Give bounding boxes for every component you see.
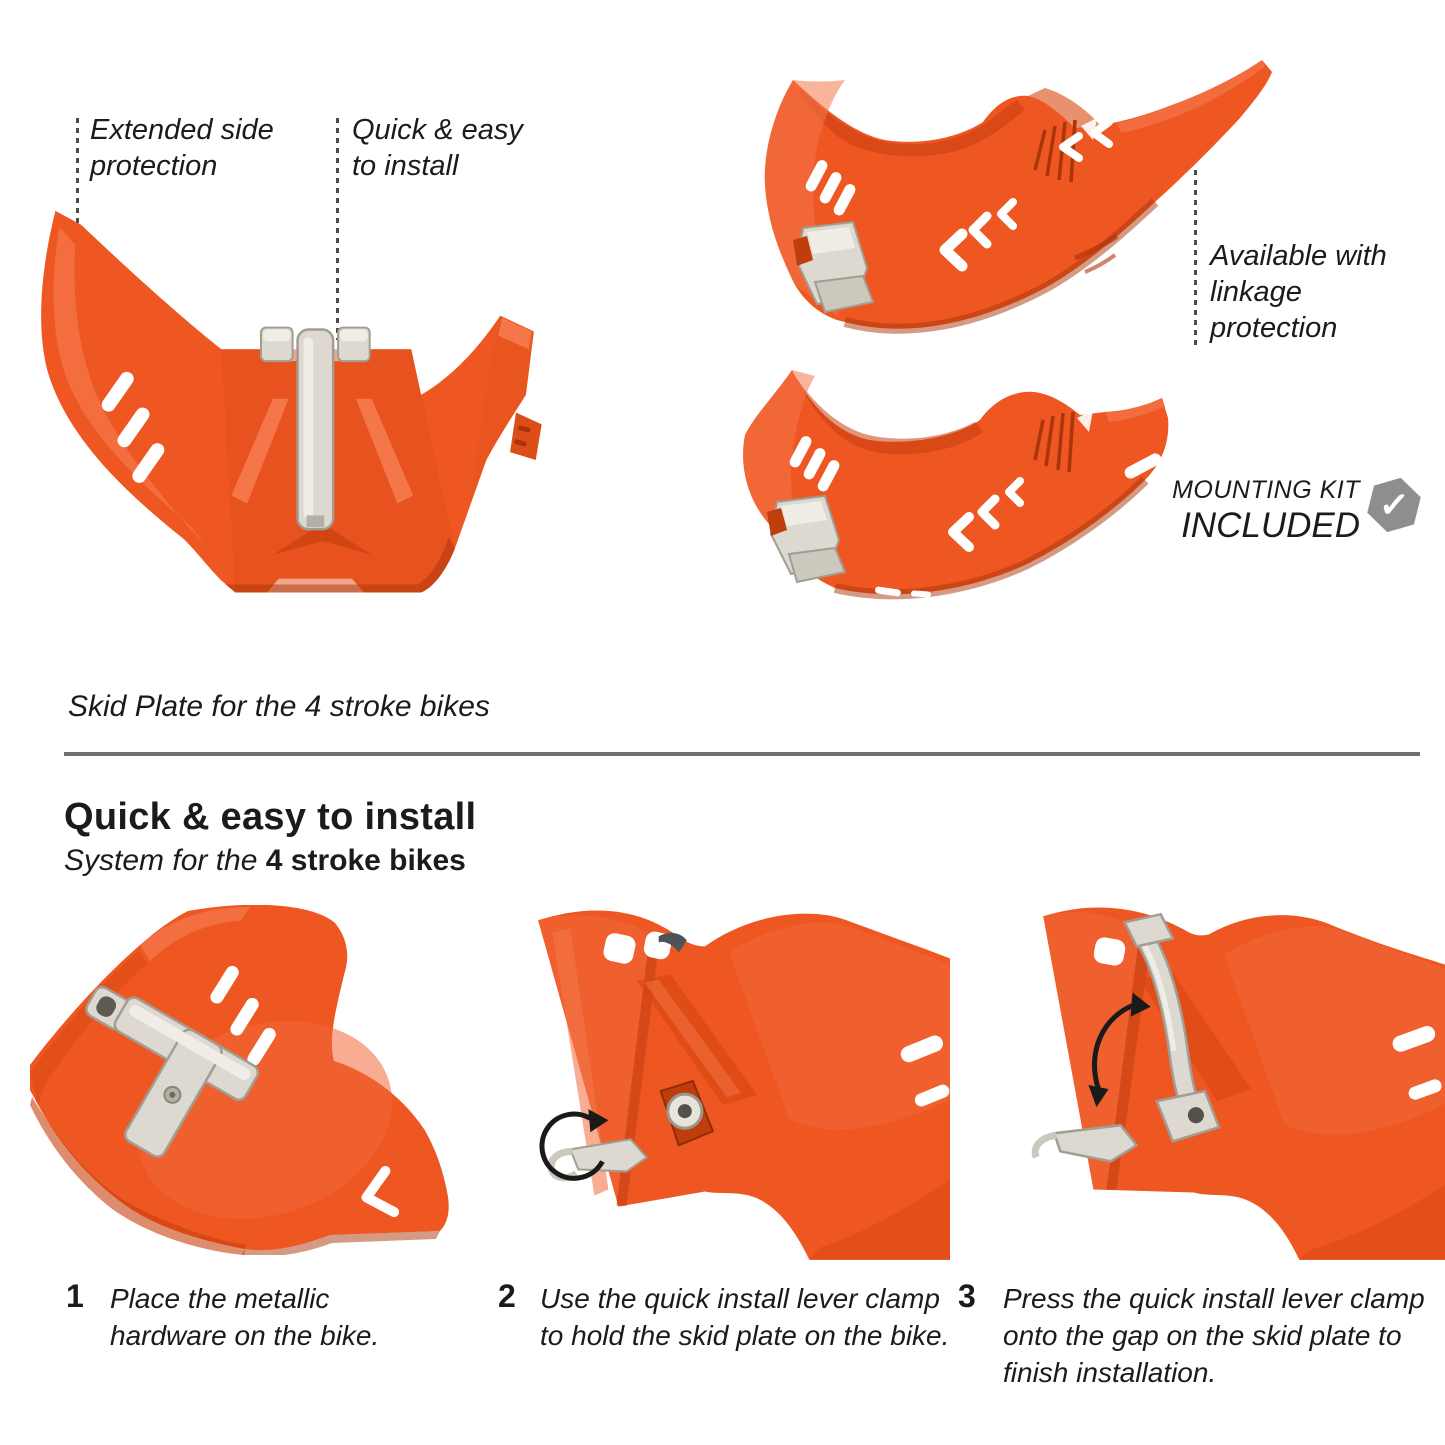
callout-linkage-protection: Available with linkage protection [1210, 240, 1387, 344]
mounting-kit-line1: MOUNTING KIT [1172, 476, 1360, 504]
install-subheading: System for the 4 stroke bikes [64, 844, 466, 878]
check-icon: ✓ [1377, 482, 1411, 527]
step2-number: 2 [498, 1278, 516, 1314]
check-hexagon-icon: ✓ [1360, 471, 1428, 539]
skid-plate-linkage-view-illustration [764, 60, 1272, 334]
hero-caption: Skid Plate for the 4 stroke bikes [68, 690, 490, 723]
callout-line-linkage [1194, 170, 1197, 350]
skid-plate-side-view-image [725, 340, 1225, 640]
skid-plate-front-view-illustration [41, 210, 542, 593]
install-subheading-bold: 4 stroke bikes [265, 844, 466, 877]
mounting-kit-badge: MOUNTING KIT INCLUDED [1150, 476, 1360, 546]
section-divider [64, 752, 1420, 756]
install-subheading-prefix: System for the [64, 844, 266, 877]
step3-illustration [1031, 907, 1445, 1260]
step2-text: Use the quick install lever clamp to hol… [540, 1283, 950, 1351]
step3-image [988, 888, 1445, 1260]
step1-image [30, 905, 450, 1255]
step2-image [508, 888, 950, 1260]
step2-illustration [538, 910, 950, 1260]
step3-text: Press the quick install lever clamp onto… [1003, 1283, 1425, 1388]
skid-plate-side-view-illustration [743, 370, 1169, 600]
callout-line-extended [76, 118, 79, 308]
step1-text: Place the metallic hardware on the bike. [110, 1283, 380, 1351]
callout-quick-easy-install: Quick & easy to install [352, 114, 523, 182]
mounting-kit-line2: INCLUDED [1181, 506, 1360, 545]
skid-plate-front-view-image [20, 205, 670, 630]
step3-number: 3 [958, 1278, 976, 1314]
step1-number: 1 [66, 1278, 84, 1314]
step1-illustration [30, 905, 449, 1255]
skid-plate-linkage-view-image [745, 30, 1320, 350]
callout-line-quick-install [336, 118, 339, 340]
callout-extended-side-protection: Extended side protection [90, 114, 274, 182]
install-heading: Quick & easy to install [64, 796, 477, 838]
